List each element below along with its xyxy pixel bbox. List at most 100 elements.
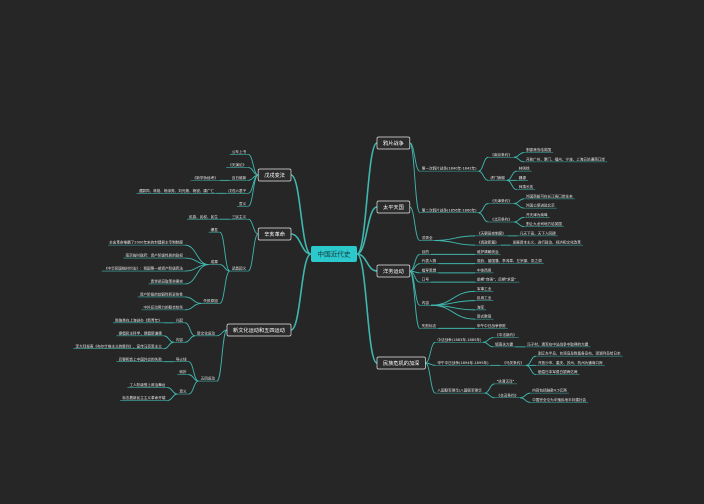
left-branch-0-child-3-label: 戊戌六君子	[228, 188, 246, 193]
right-branch-0-label: 鸦片战争	[383, 139, 404, 147]
right-branch-3-child-0-0-label: 《中法新约》	[495, 332, 517, 337]
left-branch-2[interactable]: 新文化运动和五四运动	[226, 323, 292, 337]
right-branch-0-child-1-0-0-label: 外国商船可在长江各口岸往来	[526, 193, 573, 198]
right-branch-1-child-0-1-label: 《资政新篇》	[477, 240, 499, 245]
left-branch-2-child-0-1-1: 李大钊发表《布尔什维主义的胜利》，宣传马克思主义	[73, 343, 164, 350]
right-branch-0-child-1: 第二次鸦片战争(1856年-1860年)	[419, 207, 479, 214]
right-branch-2[interactable]: 洋务运动	[376, 264, 411, 278]
right-branch-2-child-0-label: 目的	[422, 249, 430, 254]
left-branch-1-child-1-0: 爆发	[208, 227, 220, 233]
left-branch-0-child-2-0-label: 《新学伪经考》	[193, 175, 218, 180]
left-branch-2-child-0-1-1-label: 李大钊发表《布尔什维主义的胜利》，宣传马克思主义	[76, 343, 163, 348]
right-branch-2-child-5-0: 甲午中日战争惨败	[475, 323, 508, 329]
left-branch-2-child-0-label: 新文化运动	[197, 330, 215, 335]
right-branch-0-child-0-1-2: 师夷长技	[516, 184, 536, 190]
right-branch-0-child-1-1: 《北京条约》	[488, 217, 514, 223]
right-branch-1-label: 太平天国	[383, 203, 404, 211]
left-branch-1-child-1-1-1: 南京临时政府：资产阶级性质的政权	[123, 253, 185, 259]
left-branch-0-child-2: 百日维新	[229, 175, 249, 181]
right-branch-2-child-3-0-label: 前期"自强"，后期"求富"	[477, 277, 516, 282]
right-branch-0-child-0-0: 《南京条约》	[488, 152, 514, 158]
left-branch-1-child-1-0-label: 爆发	[211, 227, 219, 232]
right-branch-2-child-4-label: 内容	[422, 300, 430, 305]
right-branch-2-child-3-0: 前期"自强"，后期"求富"	[475, 277, 520, 283]
right-branch-0-child-0-0-label: 《南京条约》	[490, 152, 512, 157]
right-branch-3-child-1-label: 甲午中日战争(1894年-1895年)	[437, 360, 489, 365]
right-branch-3-child-1-0-1-label: 开放沙市、重庆、苏州、杭州为通商口岸	[538, 360, 603, 365]
left-branch-1-child-0: 三民主义	[229, 214, 249, 220]
left-branch-1-child-1-1-2-label: 《中华民国临时约法》：我国第一部资产阶级宪法	[104, 266, 183, 271]
right-branch-3-child-2-0: "扶清灭洋"	[494, 378, 518, 385]
right-branch-0-child-1-0: 《天津条约》	[488, 198, 514, 204]
left-branch-2-child-0-0-0-label: 陈独秀在上海创办《新青年》	[115, 317, 162, 322]
right-branch-0-child-1-label: 第二次鸦片战争(1856年-1860年)	[422, 207, 477, 212]
left-branch-2-child-0-1-label: 内容	[176, 337, 184, 342]
left-branch-2-child-1-2: 意义	[177, 389, 189, 395]
left-branch-2-child-0: 新文化运动	[195, 330, 217, 337]
left-branch-2-child-1-2-1-label: 标志着新民主主义革命开端	[122, 395, 166, 400]
right-branch-0-child-1-0-1-label: 外国公使进驻北京	[526, 203, 555, 208]
right-branch-0-child-0-1-label: 虎门销烟	[490, 175, 505, 180]
left-branch-0-child-4-label: 意义	[239, 201, 247, 206]
left-branch-2-child-1-2-label: 意义	[179, 389, 187, 394]
left-branch-1-child-1-2-label: 失败原因	[203, 298, 218, 303]
left-branch-0-child-1: 《天演论》	[226, 162, 249, 168]
right-branch-2-child-5: 失败标志	[419, 323, 439, 329]
left-branch-0-child-2-label: 百日维新	[232, 175, 247, 180]
right-branch-0[interactable]: 鸦片战争	[376, 136, 411, 150]
left-branch-2-child-1-1: 转折	[177, 369, 189, 375]
left-branch-2-label: 新文化运动和五四运动	[233, 326, 285, 334]
right-branch-3-child-1-0-label: 《马关条约》	[502, 360, 524, 365]
left-branch-1-child-0-0: 民族、民权、民生	[187, 214, 220, 220]
right-branch-3-child-2-1: 《辛丑条约》	[494, 392, 521, 399]
left-branch-2-child-0-0-label: 兴起	[176, 317, 184, 322]
left-branch-2-child-1-2-0: 工人阶级登上政治舞台	[127, 382, 168, 388]
right-branch-0-child-0-1-1-label: 魏源	[519, 175, 527, 180]
right-branch-0-child-0-1-1: 魏源	[516, 175, 528, 181]
left-branch-2-child-1: 五四运动	[198, 376, 217, 382]
right-branch-3-child-1-0-1: 开放沙市、重庆、苏州、杭州为通商口岸	[535, 360, 605, 366]
right-branch-2-child-4-1: 民用工业	[475, 295, 494, 301]
left-branch-0[interactable]: 戊戌变法	[257, 168, 292, 182]
right-branch-3-child-2-1-label: 《辛丑条约》	[497, 392, 519, 397]
right-branch-3-child-1-0-0: 割辽东半岛、台湾岛及附属各岛屿、澎湖列岛给日本	[535, 351, 623, 357]
right-branch-2-child-1: 代表人物	[419, 258, 439, 264]
root-node[interactable]: 中国近代史	[311, 246, 357, 262]
right-branch-1-child-0: 洪秀全	[419, 235, 435, 241]
left-branch-0-label: 戊戌变法	[264, 171, 285, 179]
right-branch-3-child-2-1-0-label: 内容包括赔款4.5亿两	[532, 388, 567, 393]
right-branch-2-child-2: 指导思想	[419, 267, 439, 274]
left-branch-2-child-1-label: 五四运动	[201, 376, 216, 381]
right-branch-1-child-0-0-0-label: 凡天下田，天下人同耕	[520, 230, 556, 235]
right-branch-0-child-0: 第一次鸦片战争(1840年-1842年)	[419, 166, 479, 172]
left-branch-1-child-1-1-0: 辛亥革命推翻了2000年来的封建君主专制制度	[108, 240, 185, 246]
left-branch-1[interactable]: 辛亥革命	[257, 227, 292, 241]
left-branch-1-child-0-0-label: 民族、民权、民生	[189, 214, 218, 219]
right-branch-1-child-0-label: 洪秀全	[422, 235, 433, 240]
left-branch-2-child-1-2-1: 标志着新民主主义革命开端	[120, 395, 168, 401]
left-branch-0-child-0: 公车上书	[229, 149, 249, 155]
right-branch-0-child-1-0-0: 外国商船可在长江各口岸往来	[523, 193, 575, 200]
right-branch-0-child-1-1-0: 开天津为商埠	[523, 212, 550, 218]
right-branch-3[interactable]: 民族危机的加深	[376, 356, 426, 370]
right-branch-3-child-2-label: 八国联军侵华/八国联军侵华	[437, 388, 482, 393]
right-branch-3-child-2: 八国联军侵华/八国联军侵华	[435, 388, 485, 394]
right-branch-1-child-0-1: 《资政新篇》	[475, 240, 501, 246]
right-branch-3-child-0-1-0-label: 冯子材，清军在中法战争中取得的大捷	[527, 341, 588, 346]
left-branch-1-child-1-2-1: 中外反动势力的联合绞杀	[141, 304, 185, 311]
right-branch-3-child-0-label: 中法战争(1883年-1885年)	[437, 337, 482, 342]
left-branch-0-child-4: 意义	[237, 201, 249, 207]
left-branch-1-child-1-1-3-label: 袁世凯窃取革命果实	[151, 279, 184, 284]
left-branch-1-child-1-1-label: 成果	[211, 259, 219, 264]
right-branch-2-label: 洋务运动	[383, 267, 404, 275]
right-branch-2-child-1-label: 代表人物	[422, 258, 437, 263]
right-branch-1[interactable]: 太平天国	[376, 200, 411, 214]
left-branch-2-child-0-1-0: 提倡民主科学，提倡新道德	[116, 330, 164, 337]
left-branch-2-child-1-0-label: 导火线	[176, 356, 187, 361]
right-branch-3-child-1: 甲午中日战争(1894年-1895年)	[435, 360, 491, 366]
right-branch-0-child-1-0-label: 《天津条约》	[490, 198, 512, 203]
right-branch-0-child-0-1-0-label: 林则徐	[519, 166, 530, 171]
right-branch-2-child-4-2-label: 海军	[477, 304, 485, 309]
left-branch-1-child-1-1-3: 袁世凯窃取革命果实	[148, 279, 185, 285]
